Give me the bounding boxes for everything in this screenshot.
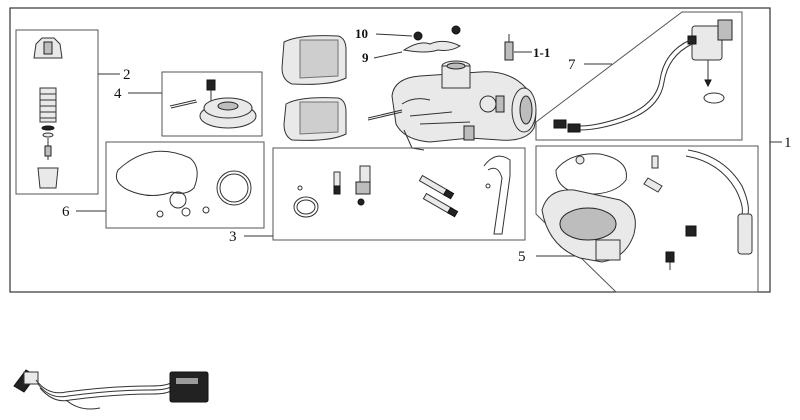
screw-icon	[413, 25, 461, 41]
callout-4: 4	[114, 86, 122, 102]
group-6-frame	[105, 141, 265, 229]
group-7-frame	[535, 11, 743, 141]
callout-7: 7	[568, 57, 576, 73]
jet-set-icon	[293, 155, 511, 235]
clamp-plate-icon	[402, 40, 462, 53]
group-5-frame	[535, 145, 759, 293]
air-filter-cover-icon	[281, 35, 347, 141]
group-2-frame	[15, 29, 99, 195]
callout-1-1: 1-1	[533, 45, 550, 60]
callout-5: 5	[518, 249, 526, 265]
callout-9: 9	[362, 50, 369, 65]
callout-1: 1	[784, 135, 792, 151]
callout-6: 6	[62, 204, 70, 220]
vacuum-diaphragm-icon	[169, 79, 257, 129]
group-4-frame	[161, 71, 263, 137]
idle-screw-icon	[504, 34, 514, 61]
callout-10: 10	[355, 26, 368, 41]
wire-connector-icon	[13, 369, 209, 410]
group-3-frame	[272, 147, 526, 241]
callout-3: 3	[229, 229, 237, 245]
carburetor-icon	[367, 60, 537, 151]
assembly-frame	[9, 7, 771, 293]
needle-jet-kit-icon	[33, 37, 63, 189]
gasket-set-icon	[115, 150, 252, 218]
auto-choke-icon	[553, 19, 733, 133]
callout-2: 2	[123, 67, 131, 83]
float-bowl-icon	[541, 149, 753, 270]
